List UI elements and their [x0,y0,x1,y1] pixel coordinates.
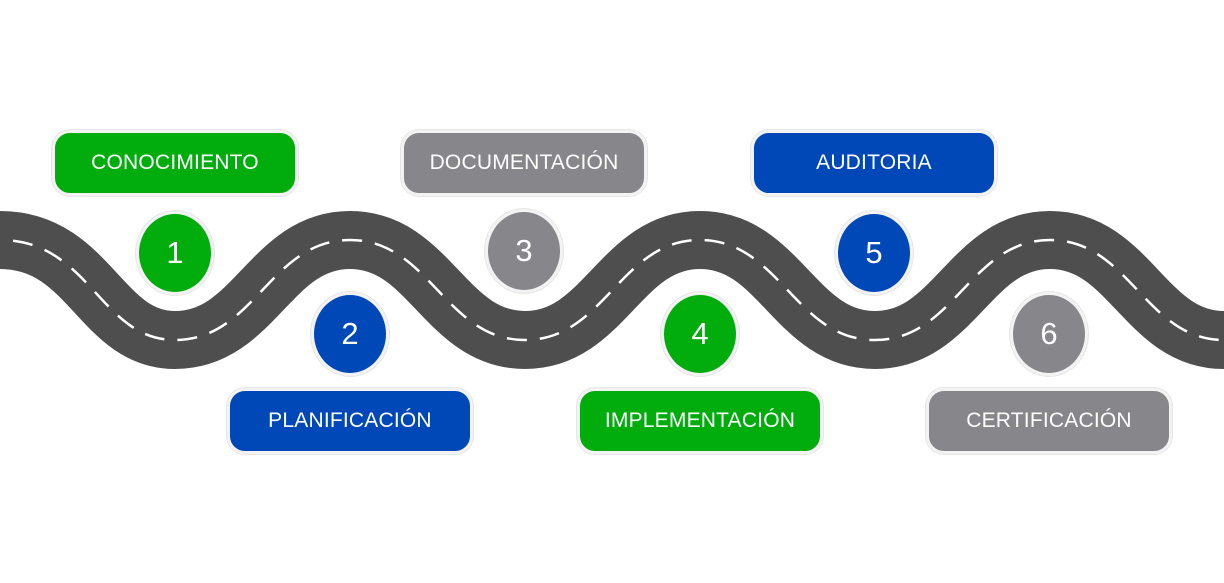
step-1-marker: 1 [136,211,214,295]
step-6-label-text: CERTIFICACIÓN [966,409,1132,432]
step-2-number: 2 [341,316,359,351]
step-2-label: PLANIFICACIÓN [227,388,473,454]
step-4-number: 4 [691,316,709,351]
step-2-label-text: PLANIFICACIÓN [268,409,432,432]
step-3-number: 3 [515,233,533,268]
step-5-number: 5 [865,235,883,270]
step-1-label-text: CONOCIMIENTO [91,151,259,174]
step-3-label: DOCUMENTACIÓN [401,130,647,196]
step-4-label: IMPLEMENTACIÓN [577,388,823,454]
step-3-label-text: DOCUMENTACIÓN [429,151,619,174]
step-2-marker: 2 [311,292,389,376]
step-3-marker: 3 [485,209,563,293]
step-4-label-text: IMPLEMENTACIÓN [604,409,796,432]
step-5-marker: 5 [835,211,913,295]
step-6-marker: 6 [1010,292,1088,376]
step-6-label: CERTIFICACIÓN [926,388,1172,454]
step-5-label: AUDITORIA [751,130,997,196]
road-center-dashes [0,238,1224,342]
step-6-number: 6 [1040,316,1058,351]
step-5-label-text: AUDITORIA [816,151,932,174]
step-4-marker: 4 [661,292,739,376]
step-1-label: CONOCIMIENTO [52,130,298,196]
step-1-number: 1 [166,235,184,270]
